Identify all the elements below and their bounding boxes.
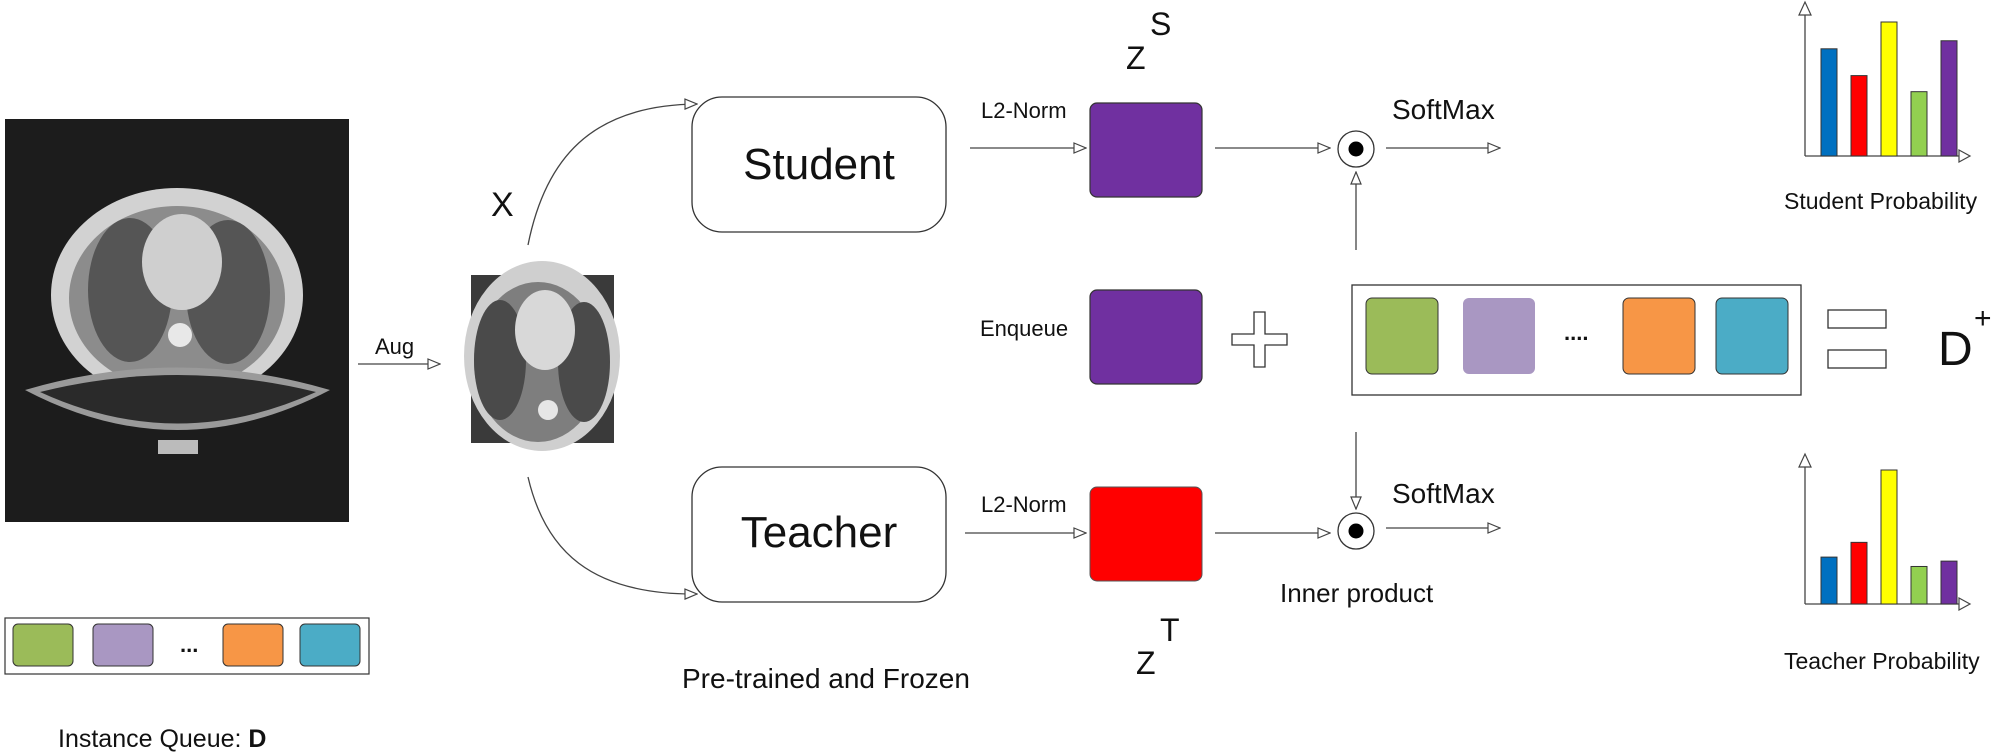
d-plus-queue-item-orange (1622, 297, 1696, 375)
z-s-label: Z (1126, 40, 1146, 76)
bar-2 (1880, 21, 1898, 157)
bar-0 (1820, 48, 1838, 157)
x-axis-arrow-icon (1958, 148, 1972, 164)
teacher-network-box (691, 466, 947, 603)
d-plus-superscript: + (1974, 302, 1992, 335)
augmented-ct-image (464, 261, 620, 451)
ct-scan-image (5, 119, 349, 522)
instance-queue-item-lilac (92, 623, 154, 667)
d-plus-queue-item-teal (1715, 297, 1789, 375)
d-plus-queue-item-green (1365, 297, 1439, 375)
l2-norm-top-label: L2-Norm (981, 98, 1067, 123)
teacher-embedding (1089, 486, 1203, 582)
arrow-to-student (527, 104, 697, 246)
aug-label: Aug (375, 334, 415, 359)
bar-2 (1880, 469, 1898, 605)
pretrained-frozen-label: Pre-trained and Frozen (682, 663, 970, 694)
inner-product-label: Inner product (1280, 578, 1434, 608)
arrow-to-teacher (527, 476, 697, 594)
y-axis-arrow-icon (1798, 452, 1812, 468)
d-plus-queue-ellipsis: .... (1564, 320, 1589, 345)
bar-3 (1910, 91, 1928, 157)
student-label: Student (743, 140, 895, 189)
plus-icon (1231, 311, 1288, 368)
instance-queue-label: Instance Queue: D (58, 725, 267, 753)
instance-queue-item-teal (299, 623, 361, 667)
equals-icon-bottom (1827, 349, 1887, 369)
x-label: X (491, 186, 514, 224)
bar-3 (1910, 565, 1928, 605)
teacher-probability-label: Teacher Probability (1784, 648, 1980, 674)
softmax-top-label: SoftMax (1392, 94, 1495, 125)
z-t-label: Z (1136, 645, 1156, 681)
z-t-superscript: T (1160, 612, 1180, 648)
instance-queue-item-green (12, 623, 74, 667)
x-axis-arrow-icon (1958, 596, 1972, 612)
instance-queue-ellipsis: ... (180, 632, 199, 657)
teacher-label: Teacher (740, 508, 898, 557)
bar-4 (1940, 40, 1958, 157)
equals-icon-top (1827, 309, 1887, 329)
instance-queue-item-orange (222, 623, 284, 667)
student-probability-label: Student Probability (1784, 188, 1978, 214)
d-plus-label: D (1938, 323, 1973, 376)
bar-1 (1850, 75, 1868, 157)
inner-product-top-icon (1337, 130, 1375, 168)
student-embedding (1089, 102, 1203, 198)
bar-4 (1940, 560, 1958, 605)
teacher-probability-chart (1798, 452, 1972, 612)
y-axis-arrow-icon (1798, 0, 1812, 16)
bar-0 (1820, 556, 1838, 605)
z-s-superscript: S (1150, 6, 1172, 42)
l2-norm-bottom-label: L2-Norm (981, 492, 1067, 517)
d-plus-queue-item-lilac (1463, 298, 1535, 374)
enqueue-label: Enqueue (980, 316, 1069, 341)
softmax-bottom-label: SoftMax (1392, 478, 1495, 509)
enqueue-embedding (1089, 289, 1203, 385)
bar-1 (1850, 541, 1868, 605)
inner-product-bottom-icon (1337, 512, 1375, 550)
student-probability-chart (1798, 0, 1972, 164)
student-network-box (691, 96, 947, 233)
